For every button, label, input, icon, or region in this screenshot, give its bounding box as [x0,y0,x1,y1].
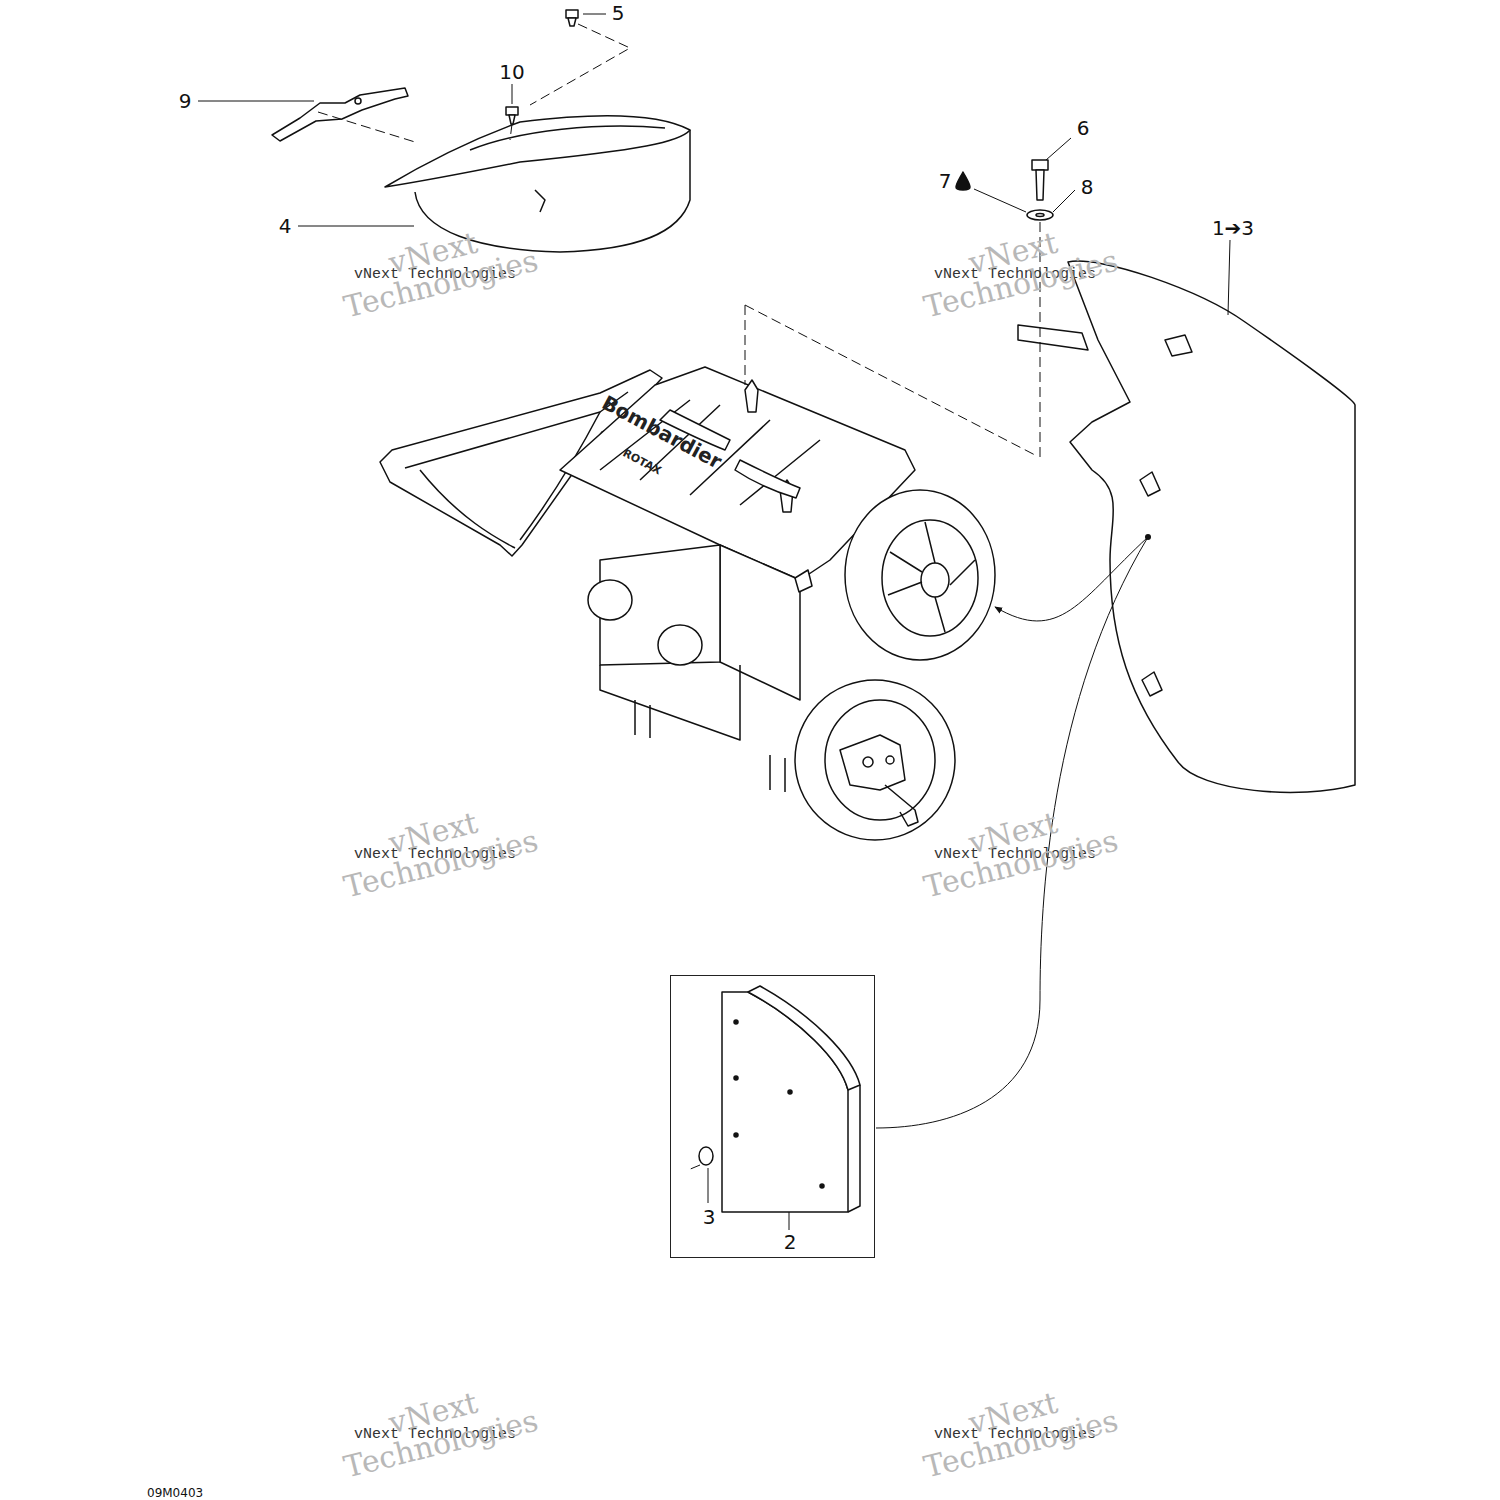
callout-number: 10 [499,62,524,82]
engine [380,367,995,840]
callout-number: 6 [1077,118,1090,138]
callout-number: 4 [279,216,292,236]
callout-number: 9 [179,91,192,111]
foam-panel [699,986,860,1212]
callout-number: 3 [703,1207,716,1227]
belt-guard [1018,261,1355,792]
watermark: vNext Technologies [893,1368,1141,1487]
washer [699,1147,713,1165]
cover [385,116,690,187]
watermark: vNext Technologies [313,1368,561,1487]
screw [506,107,518,124]
callout-number: 5 [612,3,625,23]
figure-code: 09M0403 [147,1487,203,1499]
reference-dot [1145,534,1151,540]
screw [566,10,578,26]
callout-number: 2 [784,1232,797,1252]
watermark: vNext Technologies [313,788,561,907]
callout-number: 7 [939,171,952,191]
bolt [1032,160,1048,200]
callout-number: 8 [1081,177,1094,197]
washer [1027,210,1053,220]
assembly-line [318,24,1040,1170]
adhesive-symbol [956,172,970,190]
callout-number: 1➔3 [1212,218,1254,238]
bracket [272,88,408,141]
inset-frame: 32 [670,975,875,1258]
leader-line [198,14,1230,1230]
